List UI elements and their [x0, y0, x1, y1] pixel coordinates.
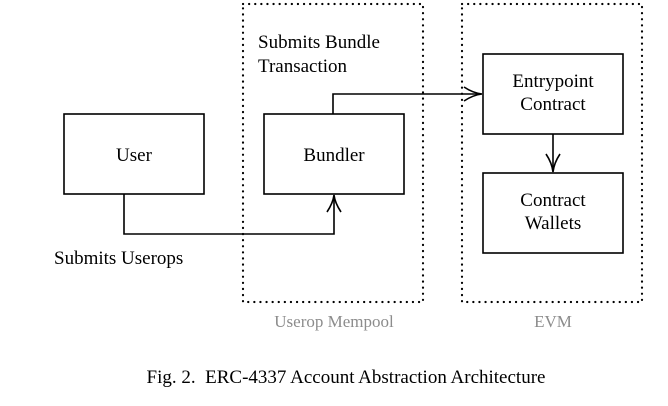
arrowhead-entrypoint-to-wallets — [545, 153, 561, 173]
node-box-bundler — [263, 113, 405, 195]
arrowhead-user-to-bundler — [326, 194, 342, 213]
group-label-evm: EVM — [534, 312, 572, 331]
node-label-wallets-line1: Contract — [520, 190, 586, 211]
figure-caption: Fig. 2. ERC-4337 Account Abstraction Arc… — [147, 367, 546, 388]
arrowhead-bundler-to-entrypoint — [463, 86, 483, 102]
node-label-user: User — [116, 145, 153, 166]
edge-label-submits-bundle-line2: Transaction — [258, 56, 348, 77]
node-box-user — [63, 113, 205, 195]
edge-label-submits-userops: Submits Userops — [54, 248, 183, 269]
node-label-wallets-line2: Wallets — [525, 213, 582, 234]
group-box-evm — [460, 2, 644, 304]
group-label-userop-mempool: Userop Mempool — [274, 312, 394, 331]
node-label-entrypoint-line1: Entrypoint — [512, 71, 594, 92]
edge-user-to-bundler — [123, 194, 335, 235]
node-box-contract-wallets — [482, 172, 624, 254]
node-label-bundler: Bundler — [303, 145, 365, 166]
edge-bundler-to-entrypoint — [332, 93, 481, 114]
edge-label-submits-bundle-line1: Submits Bundle — [258, 32, 380, 53]
group-box-userop-mempool — [241, 2, 425, 304]
node-label-entrypoint-line2: Contract — [520, 94, 586, 115]
